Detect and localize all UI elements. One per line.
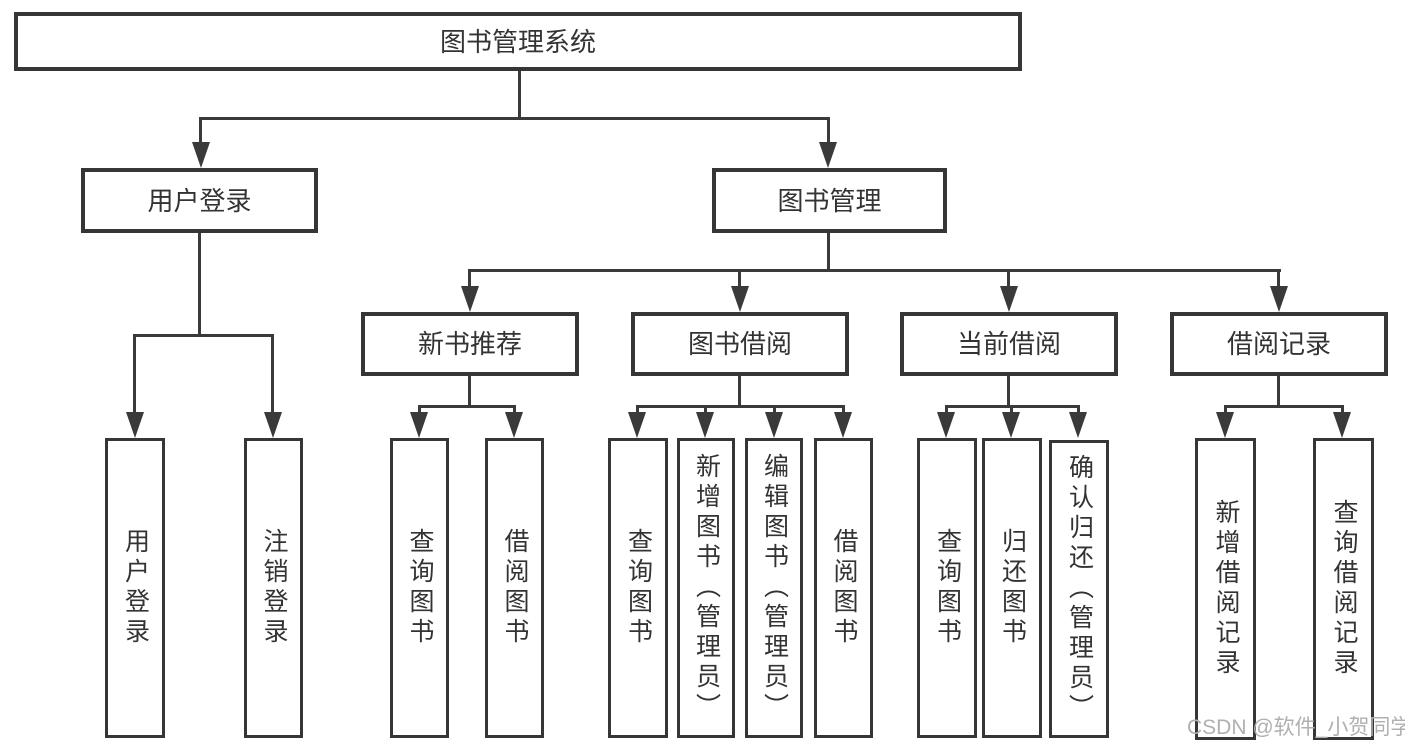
node-borrow-record: 借阅记录: [1170, 312, 1388, 376]
leaf-query-book: 查询图书: [390, 438, 449, 738]
leaf-label: 查询图书: [624, 528, 653, 648]
leaf-label: 编辑图书（管理员）: [760, 453, 789, 723]
arrow-down-icon: [937, 412, 955, 438]
arrow-down-icon: [1002, 412, 1020, 438]
connector-line: [827, 233, 830, 272]
arrow-down-icon: [834, 412, 852, 438]
leaf-label: 新增图书（管理员）: [692, 453, 721, 723]
leaf-logout: 注销登录: [244, 438, 303, 738]
node-book-borrow: 图书借阅: [631, 312, 849, 376]
leaf-return-book: 归还图书: [982, 438, 1042, 738]
node-root: 图书管理系统: [14, 12, 1022, 71]
connector-line: [1007, 376, 1010, 408]
node-root-label: 图书管理系统: [439, 26, 596, 57]
connector-line: [418, 405, 421, 415]
leaf-borrow-book: 借阅图书: [814, 438, 873, 738]
arrow-down-icon: [192, 142, 210, 168]
arrow-down-icon: [1333, 412, 1351, 438]
arrow-down-icon: [410, 412, 428, 438]
connector-line: [468, 269, 1281, 272]
connector-line: [738, 376, 741, 408]
connector-line: [513, 405, 516, 415]
connector-line: [199, 117, 830, 120]
connector-line: [518, 71, 521, 120]
leaf-query-borrow-record: 查询借阅记录: [1313, 438, 1374, 740]
arrow-down-icon: [461, 286, 479, 312]
arrow-down-icon: [126, 412, 144, 438]
leaf-label: 查询图书: [406, 528, 434, 648]
arrow-down-icon: [731, 286, 749, 312]
node-book-management-branch: 图书管理: [712, 168, 947, 233]
connector-line: [133, 334, 274, 337]
connector-line: [1077, 405, 1080, 415]
connector-line: [636, 405, 844, 408]
connector-line: [738, 269, 741, 291]
connector-line: [198, 233, 201, 337]
arrow-down-icon: [1000, 286, 1018, 312]
leaf-query-book: 查询图书: [608, 438, 668, 738]
leaf-add-borrow-record: 新增借阅记录: [1195, 438, 1256, 740]
leaf-add-book-admin: 新增图书（管理员）: [677, 438, 735, 738]
leaf-label: 借阅图书: [501, 528, 529, 648]
csdn-watermark: CSDN @软件_小贺同学: [1187, 716, 1405, 739]
connector-line: [827, 117, 830, 146]
node-label: 图书借阅: [687, 329, 792, 359]
leaf-label: 查询图书: [933, 528, 962, 648]
connector-line: [1010, 405, 1013, 415]
connector-line: [1277, 376, 1280, 408]
leaf-label: 新增借阅记录: [1212, 499, 1240, 679]
leaf-edit-book-admin: 编辑图书（管理员）: [745, 438, 803, 738]
arrow-down-icon: [264, 412, 282, 438]
leaf-label: 归还图书: [998, 528, 1027, 648]
leaf-label: 查询借阅记录: [1330, 499, 1358, 679]
node-new-book-recommend: 新书推荐: [361, 312, 579, 376]
leaf-label: 确认归还（管理员）: [1065, 454, 1094, 724]
connector-line: [842, 405, 845, 415]
connector-line: [704, 405, 707, 415]
node-user-login-branch: 用户登录: [81, 168, 318, 233]
arrow-down-icon: [696, 412, 714, 438]
leaf-label: 借阅图书: [830, 528, 858, 648]
node-label: 用户登录: [147, 185, 252, 216]
arrow-down-icon: [765, 412, 783, 438]
arrow-down-icon: [1069, 412, 1087, 438]
node-current-borrow: 当前借阅: [900, 312, 1118, 376]
connector-line: [1224, 405, 1227, 415]
connector-line: [636, 405, 639, 415]
connector-line: [1007, 269, 1010, 291]
arrow-down-icon: [819, 142, 837, 168]
arrow-down-icon: [1216, 412, 1234, 438]
leaf-label: 注销登录: [260, 528, 288, 648]
connector-line: [773, 405, 776, 415]
node-label: 新书推荐: [417, 329, 522, 359]
connector-line: [468, 269, 471, 291]
leaf-confirm-return-admin: 确认归还（管理员）: [1049, 440, 1109, 738]
connector-line: [1224, 405, 1344, 408]
connector-line: [945, 405, 948, 415]
arrow-down-icon: [628, 412, 646, 438]
leaf-query-book: 查询图书: [917, 438, 977, 738]
leaf-label: 用户登录: [121, 528, 150, 648]
leaf-borrow-book: 借阅图书: [485, 438, 544, 738]
connector-line: [1341, 405, 1344, 415]
arrow-down-icon: [1270, 286, 1288, 312]
connector-line: [468, 376, 471, 408]
leaf-user-login: 用户登录: [105, 438, 165, 738]
node-label: 当前借阅: [956, 329, 1061, 359]
connector-line: [199, 117, 202, 146]
node-label: 借阅记录: [1226, 329, 1331, 359]
connector-line: [1277, 269, 1280, 291]
connector-line: [418, 405, 516, 408]
arrow-down-icon: [505, 412, 523, 438]
connector-line: [133, 334, 136, 416]
node-label: 图书管理: [777, 185, 882, 216]
connector-line: [271, 334, 274, 416]
